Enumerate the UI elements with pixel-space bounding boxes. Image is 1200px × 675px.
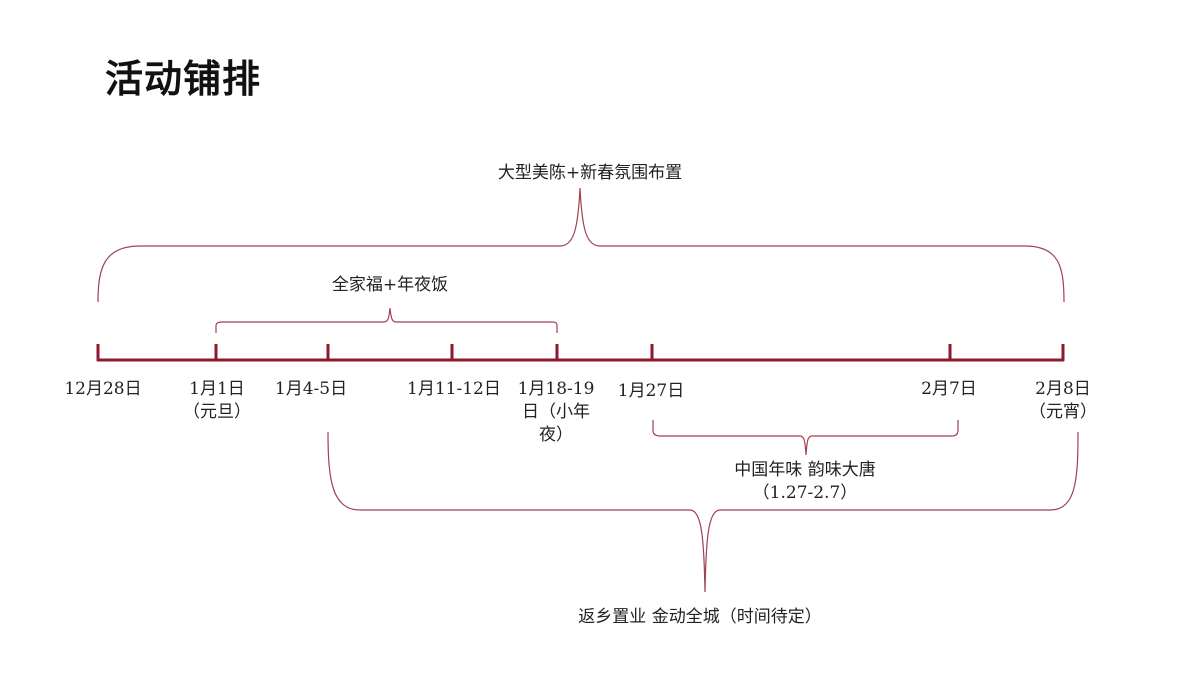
brace-hometown xyxy=(327,431,1079,593)
tick-label-text: 2月7日 xyxy=(921,379,977,399)
tick-label-jan18: 1月18-19日（小年夜） xyxy=(516,378,596,447)
brace-family-dinner xyxy=(215,307,558,333)
tick-label-jan4: 1月4-5日 xyxy=(266,378,356,401)
brace-decoration xyxy=(97,187,1065,303)
tick-label-sub: （元宵） xyxy=(1029,402,1097,422)
event-label-chinese-flavor: 中国年味 韵味大唐 （1.27-2.7） xyxy=(700,459,910,505)
timeline-ticks xyxy=(96,344,1065,361)
event-label-decoration: 大型美陈+新春氛围布置 xyxy=(497,163,683,183)
tick-label-feb8: 2月8日 （元宵） xyxy=(1018,378,1108,424)
tick-label-text: 1月4-5日 xyxy=(274,379,348,399)
tick-label-text: 1月18-19日（小年夜） xyxy=(517,379,595,445)
tick-label-text: 1月11-12日 xyxy=(407,379,501,399)
event-label-chinese-flavor-title: 中国年味 韵味大唐 xyxy=(734,460,876,480)
event-label-chinese-flavor-dates: （1.27-2.7） xyxy=(752,483,858,503)
event-label-hometown: 返乡置业 金动全城（时间待定） xyxy=(578,607,822,627)
tick-label-jan27: 1月27日 xyxy=(606,380,696,403)
tick-label-dec28: 12月28日 xyxy=(58,378,148,401)
event-label-family-dinner: 全家福+年夜饭 xyxy=(331,275,449,295)
brace-chinese-flavor xyxy=(652,420,959,456)
page-title: 活动铺排 xyxy=(105,57,262,101)
tick-label-text: 2月8日 xyxy=(1035,379,1091,399)
tick-label-jan1: 1月1日 （元旦） xyxy=(172,378,262,424)
tick-label-text: 1月27日 xyxy=(617,381,685,401)
tick-label-text: 12月28日 xyxy=(64,379,142,399)
tick-label-text: 1月1日 xyxy=(189,379,245,399)
tick-label-feb7: 2月7日 xyxy=(904,378,994,401)
tick-label-sub: （元旦） xyxy=(183,402,251,422)
tick-label-jan11: 1月11-12日 xyxy=(407,378,501,401)
